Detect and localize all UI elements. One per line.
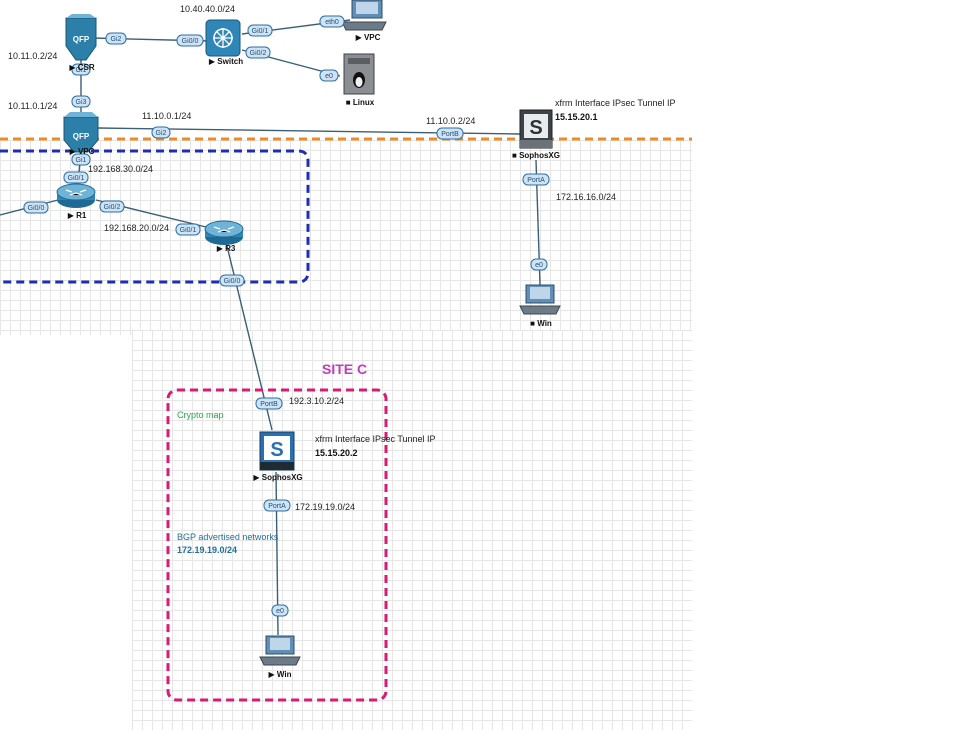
device-label-vpc: ▶ VPC <box>70 147 95 156</box>
svg-text:Gi2: Gi2 <box>156 130 167 137</box>
workspace-grid-top <box>0 140 692 335</box>
svg-text:Gi0/2: Gi0/2 <box>104 204 121 211</box>
pc-icon[interactable] <box>519 284 561 315</box>
subnet-label: 192.168.20.0/24 <box>104 223 169 233</box>
port-badge[interactable]: Gi0/1 <box>175 223 201 236</box>
r3-router-icon[interactable] <box>204 220 244 245</box>
port-badge[interactable]: PortB <box>436 127 464 140</box>
svg-text:S: S <box>529 117 542 139</box>
workspace-grid-bottom <box>132 330 692 730</box>
device-label-linux: ■ Linux <box>346 98 375 107</box>
subnet-label: 192.168.30.0/24 <box>88 164 153 174</box>
device-label-r3: ▶ R3 <box>217 244 236 253</box>
port-badges: Gi2 Gi0/0 Gi0/1 eth0 Gi0/2 e0 Gi1 Gi3 Gi… <box>23 15 550 617</box>
port-badge[interactable]: PortA <box>263 499 291 512</box>
port-badge[interactable]: Gi0/1 <box>63 171 89 184</box>
svg-text:Gi0/1: Gi0/1 <box>180 227 197 234</box>
port-badge[interactable]: Gi3 <box>71 95 91 108</box>
switch-icon[interactable] <box>205 19 241 57</box>
svg-text:Gi0/0: Gi0/0 <box>182 38 199 45</box>
svg-text:e0: e0 <box>325 73 333 80</box>
port-badge[interactable]: e0 <box>319 69 339 82</box>
xfrm-title-top: xfrm Interface IPsec Tunnel IP <box>555 98 676 108</box>
sophos-firewall-icon[interactable]: S <box>259 431 295 471</box>
port-badge[interactable]: Gi0/0 <box>23 201 49 214</box>
subnet-label: 172.16.16.0/24 <box>556 192 616 202</box>
svg-text:Gi3: Gi3 <box>76 99 87 106</box>
svg-text:QFP: QFP <box>73 132 90 141</box>
site-c-label: SITE C <box>322 361 367 377</box>
device-label-switch: ▶ Switch <box>209 57 243 66</box>
subnet-label: 10.40.40.0/24 <box>180 4 235 14</box>
svg-text:Gi0/0: Gi0/0 <box>224 278 241 285</box>
svg-text:Gi0/1: Gi0/1 <box>68 175 85 182</box>
xfrm-title-bottom: xfrm Interface IPsec Tunnel IP <box>315 434 436 444</box>
svg-text:QFP: QFP <box>73 35 90 44</box>
svg-text:e0: e0 <box>276 608 284 615</box>
svg-text:Gi1: Gi1 <box>76 157 87 164</box>
svg-text:S: S <box>270 439 283 461</box>
site-b-boundary <box>0 149 310 284</box>
svg-text:PortA: PortA <box>268 503 286 510</box>
port-badge[interactable]: PortB <box>255 397 283 410</box>
device-label-win: ■ Win <box>530 319 552 328</box>
svg-text:PortB: PortB <box>441 131 459 138</box>
device-label-win: ▶ Win <box>269 670 292 679</box>
port-badge[interactable]: Gi0/2 <box>245 46 271 59</box>
device-label-csr: ▶ CSR <box>69 63 94 72</box>
svg-text:Gi1: Gi1 <box>76 67 87 74</box>
port-badge[interactable]: Gi1 <box>71 63 91 76</box>
pc-icon[interactable] <box>341 0 387 31</box>
bgp-network: 172.19.19.0/24 <box>177 545 237 555</box>
port-badge[interactable]: eth0 <box>319 15 345 28</box>
sophos-firewall-icon[interactable]: S <box>519 109 553 149</box>
port-badge[interactable]: Gi0/1 <box>247 24 273 37</box>
xfrm-ip-top: 15.15.20.1 <box>555 112 598 122</box>
port-badge[interactable]: e0 <box>271 604 289 617</box>
bgp-title: BGP advertised networks <box>177 532 279 542</box>
svg-text:eth0: eth0 <box>325 19 339 26</box>
subnet-label: 172.19.19.0/24 <box>295 502 355 512</box>
svg-text:PortB: PortB <box>260 401 278 408</box>
svg-text:e0: e0 <box>535 262 543 269</box>
subnet-label: 192.3.10.2/24 <box>289 396 344 406</box>
port-badge[interactable]: PortA <box>522 173 550 186</box>
port-badge[interactable]: e0 <box>530 258 548 271</box>
subnet-label: 10.11.0.2/24 <box>8 51 57 61</box>
xfrm-ip-bottom: 15.15.20.2 <box>315 448 358 458</box>
subnet-label: 10.11.0.1/24 <box>8 101 57 111</box>
subnet-label: 11.10.0.2/24 <box>426 116 475 126</box>
device-label-sophosxg: ▶ SophosXG <box>253 473 302 482</box>
device-label-sophosxg: ■ SophosXG <box>512 151 560 160</box>
svg-text:Gi0/2: Gi0/2 <box>250 50 267 57</box>
port-badge[interactable]: Gi0/0 <box>219 274 245 287</box>
device-label-r1: ▶ R1 <box>68 211 87 220</box>
vpc-router-icon[interactable]: QFP <box>63 112 99 153</box>
csr-router-icon[interactable]: QFP <box>65 14 97 61</box>
pc-icon[interactable] <box>259 635 301 666</box>
subnet-label: 11.10.0.1/24 <box>142 111 191 121</box>
port-badge[interactable]: Gi1 <box>71 153 91 166</box>
svg-text:Gi2: Gi2 <box>111 36 122 43</box>
port-badge[interactable]: Gi0/2 <box>99 200 125 213</box>
svg-text:Gi0/0: Gi0/0 <box>28 205 45 212</box>
r1-router-icon[interactable] <box>56 183 96 208</box>
crypto-map-label: Crypto map <box>177 410 224 420</box>
device-label-vpc: ▶ VPC <box>356 33 381 42</box>
port-badge[interactable]: Gi2 <box>105 32 127 45</box>
svg-text:Gi0/1: Gi0/1 <box>252 28 269 35</box>
linux-server-icon[interactable] <box>343 53 375 95</box>
port-badge[interactable]: Gi0/0 <box>176 34 204 47</box>
svg-text:PortA: PortA <box>527 177 545 184</box>
port-badge[interactable]: Gi2 <box>151 126 171 139</box>
